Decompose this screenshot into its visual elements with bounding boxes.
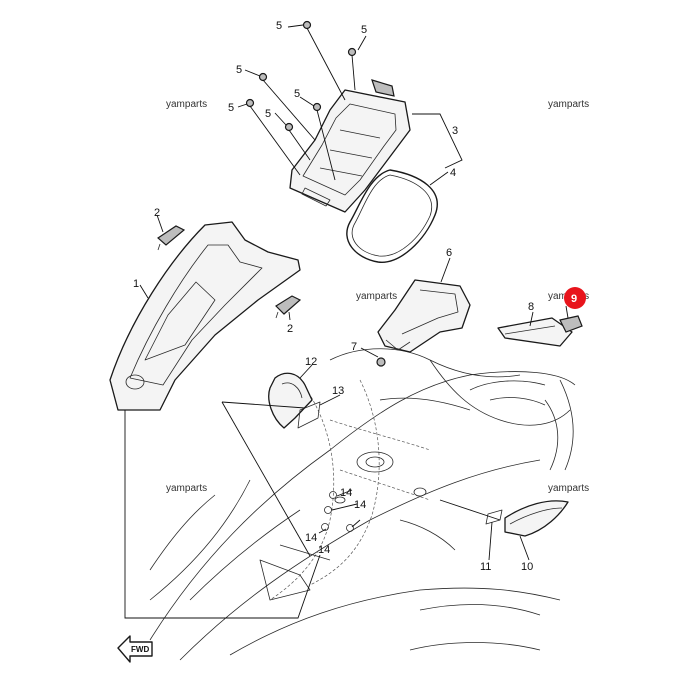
callout-2[interactable]: 2	[154, 207, 160, 219]
part-6-vent-cover[interactable]	[377, 279, 471, 353]
callout-14[interactable]: 14	[354, 499, 366, 511]
bolt[interactable]	[302, 20, 346, 101]
part-9-bracket[interactable]	[559, 315, 583, 333]
callout-5[interactable]: 5	[228, 102, 234, 114]
callout-4[interactable]: 4	[450, 167, 456, 179]
watermark: yamparts	[356, 291, 397, 302]
part-8-panel[interactable]	[497, 317, 573, 347]
part-11-gasket[interactable]	[485, 509, 503, 525]
callout-numbers: 5 5 5 5 5 5 3 4 2 1 2 6 7 8 9 12 13 14 1…	[133, 20, 586, 573]
callout-14[interactable]: 14	[305, 532, 317, 544]
bolt[interactable]	[284, 122, 311, 161]
part-3-hatch-cover[interactable]	[289, 79, 411, 213]
part-13-gasket[interactable]	[297, 401, 321, 429]
hull-body-outline	[149, 348, 576, 661]
callout-6[interactable]: 6	[446, 247, 452, 259]
highlight-marker	[564, 287, 586, 309]
callout-12[interactable]: 12	[305, 356, 317, 368]
callout-3[interactable]: 3	[452, 125, 458, 137]
part-12-side-cover[interactable]	[268, 372, 313, 429]
callout-7[interactable]: 7	[351, 341, 357, 353]
callout-9[interactable]: 9	[571, 293, 577, 305]
callout-14[interactable]: 14	[340, 487, 352, 499]
part-2-clip-upper[interactable]	[157, 225, 186, 251]
watermark: yamparts	[166, 99, 207, 110]
bolt[interactable]	[258, 72, 316, 141]
fwd-arrow-icon: FWD	[117, 635, 153, 663]
part-4-seal[interactable]	[346, 169, 438, 263]
leader-lines	[124, 24, 569, 619]
watermark: yamparts	[548, 99, 589, 110]
callout-5[interactable]: 5	[276, 20, 282, 32]
bolt[interactable]	[347, 47, 357, 91]
part-5-bolts[interactable]	[245, 20, 357, 181]
callout-14[interactable]: 14	[318, 544, 330, 556]
callout-1[interactable]: 1	[133, 278, 139, 290]
watermark: yamparts	[548, 483, 589, 494]
callout-5[interactable]: 5	[236, 64, 242, 76]
callout-2[interactable]: 2	[287, 323, 293, 335]
bolt[interactable]	[312, 102, 336, 181]
bolt[interactable]	[245, 98, 301, 176]
part-7-nut[interactable]	[376, 357, 386, 367]
part-10-side-cover[interactable]	[504, 500, 569, 537]
callout-5[interactable]: 5	[361, 24, 367, 36]
callout-5[interactable]: 5	[294, 88, 300, 100]
part-1-front-cover[interactable]	[109, 221, 301, 411]
callout-13[interactable]: 13	[332, 385, 344, 397]
watermark: yamparts	[166, 483, 207, 494]
part-2-clip-lower[interactable]	[275, 295, 302, 319]
callout-10[interactable]: 10	[521, 561, 533, 573]
fwd-label: FWD	[131, 645, 149, 654]
callout-5[interactable]: 5	[265, 108, 271, 120]
part-14-grommets[interactable]	[321, 491, 354, 532]
callout-8[interactable]: 8	[528, 301, 534, 313]
callout-11[interactable]: 11	[480, 561, 491, 573]
